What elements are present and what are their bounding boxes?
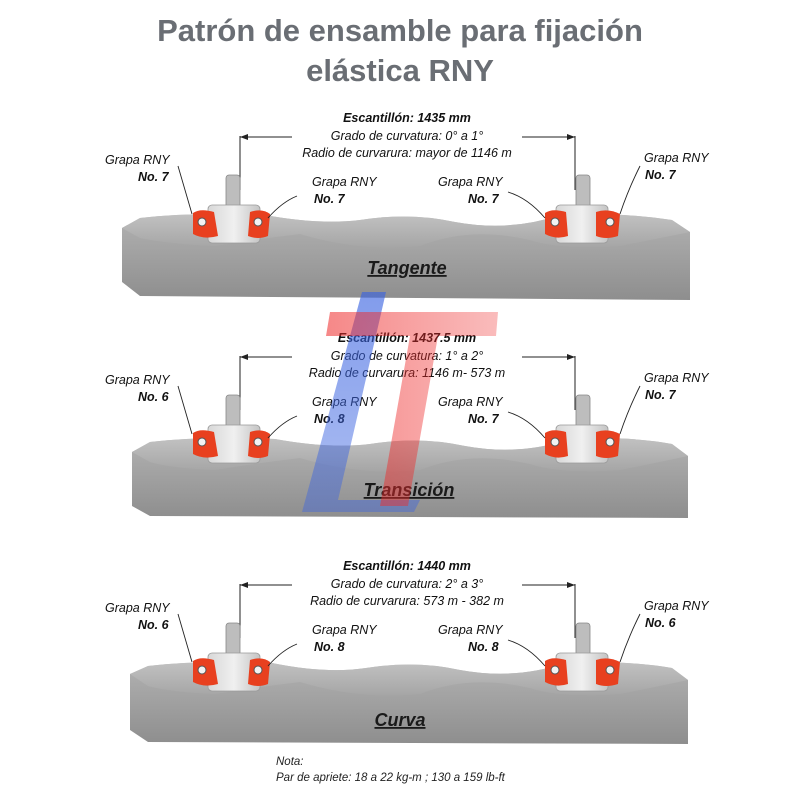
clip-number-2: No. 7 <box>314 192 346 206</box>
clip-label-2: Grapa RNY <box>312 623 378 637</box>
rail-seat-left <box>193 622 270 692</box>
watermark-logo <box>302 292 498 512</box>
curvature-radius-text: Radio de curvarura: mayor de 1146 m <box>302 146 512 160</box>
clip-number-3: No. 7 <box>468 412 500 426</box>
note-text: Par de apriete: 18 a 22 kg-m ; 130 a 159… <box>276 772 506 784</box>
clip-label-1: Grapa RNY <box>105 373 171 387</box>
note-heading: Nota: <box>276 756 304 768</box>
section-name: Tangente <box>367 258 446 278</box>
clip-number-4: No. 7 <box>645 168 677 182</box>
curvature-degree-text: Grado de curvatura: 2° a 3° <box>331 577 483 591</box>
clip-number-4: No. 7 <box>645 388 677 402</box>
page-title-line-2: elástica RNY <box>306 53 494 88</box>
clip-label-3: Grapa RNY <box>438 395 504 409</box>
clip-number-4: No. 6 <box>645 616 677 630</box>
section-name: Curva <box>374 710 425 730</box>
clip-label-4: Grapa RNY <box>644 151 710 165</box>
clip-label-3: Grapa RNY <box>438 175 504 189</box>
rail-seat-right <box>545 174 620 244</box>
clip-label-3: Grapa RNY <box>438 623 504 637</box>
clip-number-3: No. 7 <box>468 192 500 206</box>
clip-label-4: Grapa RNY <box>644 371 710 385</box>
clip-label-1: Grapa RNY <box>105 601 171 615</box>
section-curva: Escantillón: 1440 mm Grado de curvatura:… <box>105 559 710 744</box>
section-tangente: Escantillón: 1435 mm Grado de curvatura:… <box>105 111 710 300</box>
page-title-line-1: Patrón de ensamble para fijación <box>157 13 643 48</box>
clip-number-1: No. 6 <box>138 390 170 404</box>
clip-label-4: Grapa RNY <box>644 599 710 613</box>
clip-label-2: Grapa RNY <box>312 175 378 189</box>
curvature-radius-text: Radio de curvarura: 573 m - 382 m <box>310 594 504 608</box>
rail-seat-left <box>193 174 270 244</box>
rail-seat-right <box>545 622 620 692</box>
clip-label-1: Grapa RNY <box>105 153 171 167</box>
gauge-text: Escantillón: 1435 mm <box>343 111 471 125</box>
gauge-text: Escantillón: 1440 mm <box>343 559 471 573</box>
clip-number-1: No. 7 <box>138 170 170 184</box>
rail-seat-left <box>193 394 270 464</box>
rail-seat-right <box>545 394 620 464</box>
clip-number-3: No. 8 <box>468 640 499 654</box>
curvature-degree-text: Grado de curvatura: 0° a 1° <box>331 129 483 143</box>
clip-number-1: No. 6 <box>138 618 170 632</box>
clip-number-2: No. 8 <box>314 640 345 654</box>
